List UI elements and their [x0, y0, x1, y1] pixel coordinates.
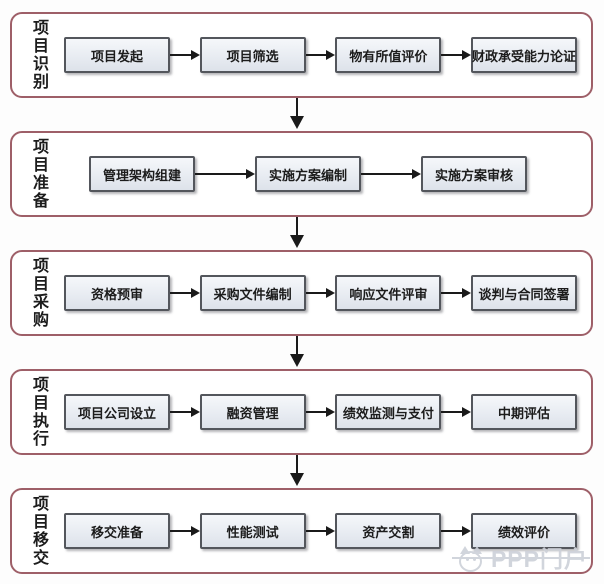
- step-box: 物有所值评价: [335, 37, 442, 73]
- arrow-right-icon: [170, 50, 200, 60]
- arrow-head: [462, 526, 472, 536]
- arrow-head: [462, 288, 472, 298]
- stage-connector: [0, 336, 604, 369]
- arrow-down-icon: [290, 354, 304, 367]
- cat-face-logo-icon: [456, 544, 486, 574]
- stage-steps: 移交准备性能测试资产交割绩效评价: [64, 490, 591, 572]
- watermark-text: PPP门户: [490, 545, 588, 572]
- arrow-head: [462, 407, 472, 417]
- stage-steps: 项目公司设立融资管理绩效监测与支付中期评估: [64, 371, 591, 453]
- step-box: 绩效监测与支付: [335, 394, 442, 430]
- step-box: 融资管理: [199, 394, 306, 430]
- arrow-head: [462, 50, 472, 60]
- arrow-down-icon: [290, 473, 304, 486]
- arrow-line: [170, 292, 191, 294]
- stage-band-3: 项目采购资格预审采购文件编制响应文件评审谈判与合同签署: [10, 250, 593, 336]
- arrow-head: [190, 50, 200, 60]
- stage-label: 项目准备: [30, 138, 47, 210]
- stage-connector: [0, 217, 604, 250]
- arrow-line: [441, 411, 463, 413]
- step-box: 管理架构组建: [89, 156, 195, 192]
- arrow-head: [190, 288, 200, 298]
- step-box: 采购文件编制: [199, 275, 306, 311]
- arrow-line: [170, 411, 191, 413]
- arrow-line: [441, 530, 463, 532]
- step-box: 资格预审: [64, 275, 170, 311]
- stage-steps: 项目发起项目筛选物有所值评价财政承受能力论证: [64, 14, 591, 96]
- arrow-right-icon: [170, 526, 200, 536]
- arrow-right-icon: [305, 526, 336, 536]
- arrow-right-icon: [305, 407, 336, 417]
- arrow-line: [441, 292, 463, 294]
- arrow-line: [170, 530, 191, 532]
- arrow-right-icon: [195, 169, 255, 179]
- arrow-right-icon: [361, 169, 421, 179]
- stage-label: 项目移交: [30, 495, 47, 567]
- connector-line: [296, 98, 298, 118]
- step-box: 移交准备: [64, 513, 170, 549]
- arrow-head: [190, 407, 200, 417]
- arrow-head: [190, 526, 200, 536]
- step-box: 实施方案编制: [255, 156, 361, 192]
- connector-line: [296, 217, 298, 237]
- arrow-head: [412, 169, 421, 179]
- watermark-strike-line: [451, 557, 590, 559]
- connector-line: [296, 455, 298, 475]
- arrow-right-icon: [305, 288, 336, 298]
- arrow-down-icon: [290, 116, 304, 129]
- arrow-head: [326, 526, 336, 536]
- stage-label: 项目采购: [30, 257, 47, 329]
- connector-line: [296, 336, 298, 356]
- step-box: 谈判与合同签署: [471, 275, 578, 311]
- step-box: 资产交割: [335, 513, 442, 549]
- stage-label: 项目识别: [30, 19, 47, 91]
- step-box: 实施方案审核: [421, 156, 527, 192]
- stage-band-1: 项目识别项目发起项目筛选物有所值评价财政承受能力论证: [10, 12, 593, 98]
- ppp-lifecycle-diagram: 项目识别项目发起项目筛选物有所值评价财政承受能力论证项目准备 管理架构组建 实施方案…: [0, 12, 604, 574]
- arrow-line: [170, 54, 191, 56]
- step-box: 中期评估: [471, 394, 578, 430]
- stage-steps: 管理架构组建 实施方案编制 实施方案审核: [64, 133, 591, 215]
- step-box: 财政承受能力论证: [471, 37, 578, 73]
- arrow-right-icon: [170, 407, 200, 417]
- watermark: PPP门户: [451, 542, 590, 576]
- stage-connector: [0, 98, 604, 131]
- step-box: 项目筛选: [199, 37, 306, 73]
- arrow-right-icon: [305, 50, 336, 60]
- arrow-right-icon: [441, 526, 472, 536]
- stage-connector: [0, 455, 604, 488]
- arrow-line: [361, 173, 412, 175]
- arrow-down-icon: [290, 235, 304, 248]
- arrow-head: [326, 50, 336, 60]
- stage-label: 项目执行: [30, 376, 47, 448]
- arrow-line: [305, 292, 327, 294]
- arrow-right-icon: [170, 288, 200, 298]
- stage-band-5: 项目移交移交准备性能测试资产交割绩效评价: [10, 488, 593, 574]
- arrow-right-icon: [441, 50, 472, 60]
- arrow-line: [305, 530, 327, 532]
- arrow-head: [246, 169, 255, 179]
- arrow-line: [305, 411, 327, 413]
- step-box: 性能测试: [199, 513, 306, 549]
- step-box: 响应文件评审: [335, 275, 442, 311]
- arrow-line: [305, 54, 327, 56]
- stage-band-4: 项目执行项目公司设立融资管理绩效监测与支付中期评估: [10, 369, 593, 455]
- step-box: 项目公司设立: [64, 394, 170, 430]
- step-box: 项目发起: [64, 37, 170, 73]
- arrow-line: [195, 173, 246, 175]
- arrow-head: [326, 407, 336, 417]
- arrow-head: [326, 288, 336, 298]
- arrow-right-icon: [441, 288, 472, 298]
- arrow-line: [441, 54, 463, 56]
- stage-band-2: 项目准备 管理架构组建 实施方案编制 实施方案审核: [10, 131, 593, 217]
- step-box: 绩效评价: [471, 513, 578, 549]
- stage-steps: 资格预审采购文件编制响应文件评审谈判与合同签署: [64, 252, 591, 334]
- arrow-right-icon: [441, 407, 472, 417]
